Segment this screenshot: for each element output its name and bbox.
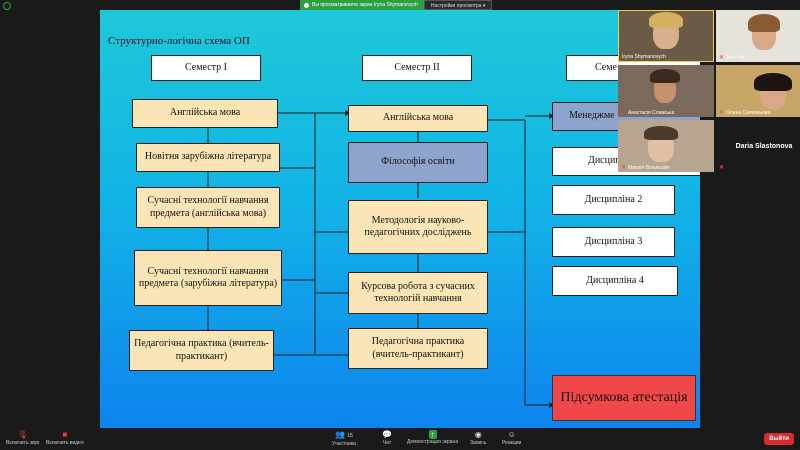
col2-item: Філософія освіти [348, 142, 488, 183]
participant-tile-anastasiia[interactable]: ✕Анастасія Славська [618, 65, 714, 117]
view-options-button[interactable]: Настройки просмотра ▾ [423, 0, 493, 10]
reactions-icon: ☺ [507, 430, 516, 439]
reactions-button[interactable]: ☺ Реакции [502, 430, 522, 446]
participants-button[interactable]: 👥 15 Участники [332, 430, 356, 447]
participant-name: Анастасія Славська [628, 109, 675, 116]
share-banner: Вы просматриваете экран Iryna Shymanovyc… [300, 0, 493, 10]
col1-header: Семестр I [151, 55, 261, 81]
mic-off-icon: ✕ [719, 165, 725, 171]
meeting-toolbar: 🎙 Включить звук ■ Включить видео 👥 15 Уч… [0, 428, 800, 450]
col3-item: Дисципліна 3 [552, 227, 675, 257]
col1-item: Новітня зарубіжна література [136, 143, 280, 172]
record-icon: ◉ [474, 430, 482, 439]
chat-button[interactable]: 💬 Чат [382, 430, 392, 446]
participant-name: Олена Селезньова [726, 109, 771, 116]
participant-tile-daria[interactable]: Daria Slastonova ✕ [716, 120, 800, 172]
col1-item: Англійська мова [132, 99, 278, 128]
participant-tile-iryna[interactable]: Iryna Shymanovych [618, 10, 714, 62]
slide-title: Структурно-логічна схема ОП [108, 35, 250, 47]
zoom-status-icon [3, 2, 11, 10]
chat-icon: 💬 [382, 430, 392, 439]
col2-item: Англійська мова [348, 105, 488, 132]
leave-button[interactable]: Выйти [764, 433, 794, 445]
mic-off-icon: 🎙 [17, 430, 28, 439]
col1-item: Педагогічна практика (вчитель-практикант… [129, 330, 274, 371]
mic-off-icon: ✕ [621, 165, 627, 171]
col1-item: Сучасні технології навчання предмета (за… [134, 250, 282, 306]
col3-item: Дисципліна 2 [552, 185, 675, 215]
participant-name: Iryna Shymanovych [622, 54, 666, 60]
participant-name: Daria Slastonova [735, 142, 793, 150]
col2-item: Педагогічна практика (вчитель-практикант… [348, 328, 488, 369]
participant-name: Aria Fitz [726, 54, 745, 61]
col2-item: Методологія науково-педагогічних дослідж… [348, 200, 488, 254]
col2-item: Курсова робота з сучасних технологій нав… [348, 272, 488, 314]
share-screen-button[interactable]: ↑ Демонстрация экрана [407, 430, 459, 445]
col3-item: Дисципліна 4 [552, 266, 678, 296]
participant-tile-mykhail[interactable]: ✕Михаїл Бітальєвіч [618, 120, 714, 172]
share-dot-icon [304, 2, 309, 8]
mic-off-icon: ✕ [621, 110, 627, 116]
participant-tile-olena[interactable]: ✕Олена Селезньова [716, 65, 800, 117]
col2-header: Семестр II [362, 55, 472, 81]
share-screen-icon: ↑ [428, 430, 437, 439]
start-video-button[interactable]: ■ Включить видео [46, 430, 84, 446]
unmute-button[interactable]: 🎙 Включить звук [6, 430, 40, 446]
mic-off-icon: ✕ [719, 55, 725, 61]
participant-gallery: Iryna Shymanovych ✕Aria Fitz ✕Анастасія … [618, 10, 800, 175]
participant-name: Михаїл Бітальєвіч [628, 164, 670, 171]
record-button[interactable]: ◉ Запись [470, 430, 487, 446]
viewing-share-text: Вы просматриваете экран Iryna Shymanovyc… [312, 2, 418, 8]
participant-tile-aria[interactable]: ✕Aria Fitz [716, 10, 800, 62]
col1-item: Сучасні технології навчання предмета (ан… [136, 187, 280, 228]
participants-icon: 👥 15 [335, 430, 353, 439]
final-attestation-box: Підсумкова атестація [552, 375, 696, 421]
mic-off-icon: ✕ [719, 110, 725, 116]
viewing-share-notice: Вы просматриваете экран Iryna Shymanovyc… [300, 0, 424, 10]
video-off-icon: ■ [62, 430, 68, 439]
shared-slide: Структурно-логічна схема ОП Семестр I Ан… [100, 10, 700, 428]
